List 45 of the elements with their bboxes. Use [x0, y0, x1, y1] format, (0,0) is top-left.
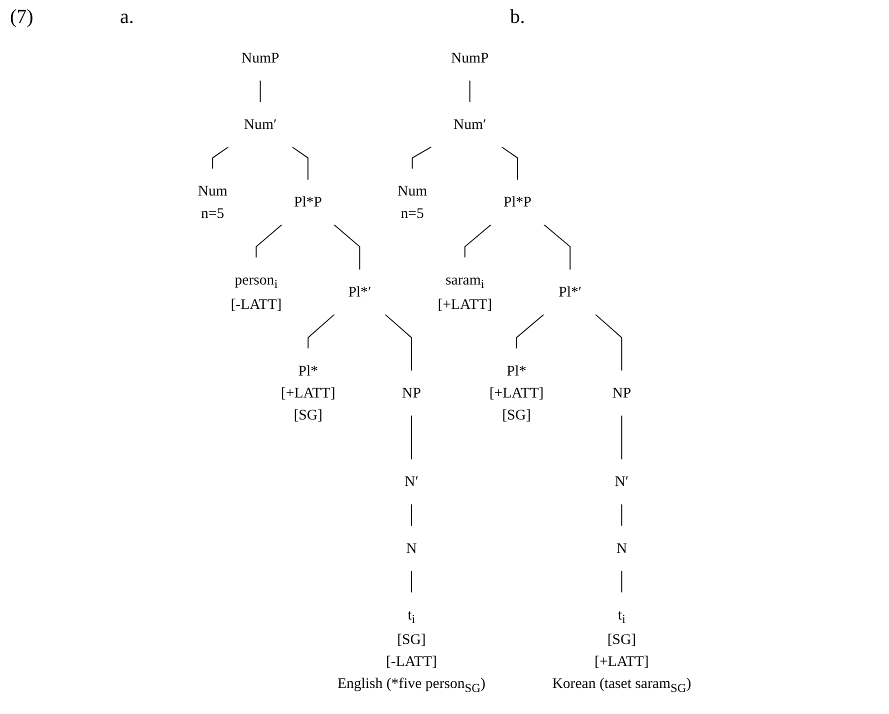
connector: [384, 314, 412, 372]
node-text: Num′: [453, 116, 486, 133]
node-text: N: [406, 540, 417, 556]
node-text: NP: [612, 384, 632, 402]
connector: [292, 146, 308, 181]
connector: [212, 146, 229, 170]
connector: [411, 414, 412, 460]
connector: [260, 80, 261, 103]
node-text: t$_{i}$ [SG] [-LATT] English (*five person$_{SG}$): [337, 606, 486, 695]
node-text: N′: [614, 474, 629, 490]
connector: [516, 314, 544, 350]
node-text: Num′: [244, 116, 277, 133]
node-text: Num n=5: [198, 183, 228, 222]
connector: [594, 314, 622, 372]
connector: [621, 414, 622, 460]
node-text: NumP: [450, 50, 489, 66]
connector: [411, 570, 412, 594]
connector: [621, 570, 622, 594]
connector: [469, 80, 470, 103]
connector: [543, 224, 571, 270]
connector: [464, 224, 492, 258]
node-text: NumP: [241, 50, 280, 66]
connector: [412, 146, 432, 170]
node-text: Pl*P: [504, 194, 532, 210]
node-text: N′: [404, 474, 418, 490]
connector: [621, 504, 622, 527]
node-text: person$_{i}$ [-LATT]: [230, 272, 282, 312]
connector: [256, 224, 283, 258]
node-text: t$_{i}$ [SG] [+LATT] Korean (taset saram$_{SG}$): [552, 606, 692, 695]
connector: [333, 224, 360, 270]
node-text: Pl* [+LATT] [SG]: [489, 362, 544, 424]
node-text: NP: [402, 384, 421, 402]
node-text: Pl*′: [558, 284, 582, 300]
connector: [308, 314, 335, 350]
label-text: b.: [510, 6, 525, 29]
node-text: Pl* [+LATT] [SG]: [280, 362, 336, 424]
label-text: a.: [120, 6, 134, 29]
label-text: (7): [10, 6, 34, 29]
connector: [501, 146, 518, 181]
node-text: Num n=5: [398, 183, 428, 222]
node-text: saram$_{i}$ [+LATT]: [438, 272, 492, 312]
node-text: N: [616, 540, 628, 556]
connector: [411, 504, 412, 527]
node-text: Pl*P: [294, 194, 322, 210]
node-text: Pl*′: [348, 284, 372, 300]
